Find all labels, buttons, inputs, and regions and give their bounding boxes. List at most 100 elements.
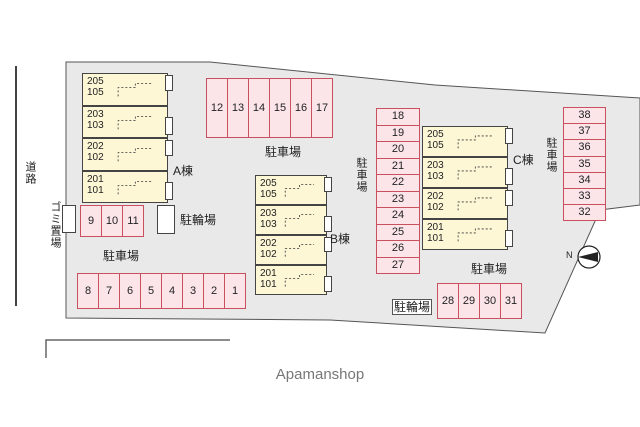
building-c-unit-block <box>422 126 508 157</box>
parking-space: 21 <box>376 157 420 175</box>
parking-space: 7 <box>98 273 120 309</box>
unit-number: 201 101 <box>260 268 277 290</box>
balcony-box <box>324 237 332 252</box>
floor-plan-detail <box>117 180 153 194</box>
floor-plan-detail <box>457 228 493 242</box>
unit-number: 203 103 <box>427 160 444 182</box>
building-b-unit-block <box>255 235 327 265</box>
parking-label-center: 駐車場 <box>355 157 367 193</box>
balcony-box <box>165 75 173 92</box>
parking-label-right: 駐車場 <box>545 137 557 173</box>
parking-space: 4 <box>161 273 183 309</box>
parking-space: 17 <box>311 78 333 138</box>
parking-space: 13 <box>227 78 249 138</box>
bike-parking-label-bottom: 駐輪場 <box>392 299 433 315</box>
building-b-unit-block <box>255 205 327 235</box>
parking-space: 23 <box>376 190 420 208</box>
parking-space: 27 <box>376 256 420 274</box>
balcony-box <box>165 181 173 200</box>
watermark: Apamanshop <box>275 366 365 383</box>
parking-space: 16 <box>290 78 312 138</box>
unit-number: 205 105 <box>427 129 444 151</box>
garbage-box <box>62 205 76 233</box>
parking-space: 9 <box>80 205 102 237</box>
floor-plan-detail <box>117 82 153 97</box>
parking-space: 33 <box>563 188 606 206</box>
floor-plan-detail <box>457 135 493 149</box>
floor-plan-detail <box>457 166 493 180</box>
parking-space: 38 <box>563 107 606 125</box>
unit-number: 205 105 <box>260 178 277 200</box>
floor-plan-detail <box>117 147 153 162</box>
balcony-box <box>324 215 332 232</box>
parking-space: 2 <box>203 273 225 309</box>
parking-space: 5 <box>140 273 162 309</box>
floor-plan-detail <box>457 197 493 211</box>
building-a-unit-block <box>82 73 168 106</box>
building-c-unit-block <box>422 157 508 188</box>
unit-number: 202 102 <box>87 141 104 163</box>
floor-plan-detail <box>284 274 315 287</box>
balcony-box <box>505 190 513 206</box>
building-b-unit-block <box>255 175 327 205</box>
parking-space: 19 <box>376 124 420 142</box>
balcony-box <box>165 116 173 135</box>
unit-number: 201 101 <box>87 173 104 196</box>
parking-space: 26 <box>376 240 420 258</box>
parking-space: 11 <box>122 205 144 237</box>
compass-icon <box>577 245 601 269</box>
unit-number: 202 102 <box>427 191 444 213</box>
parking-space: 18 <box>376 108 420 126</box>
building-b-label: B棟 <box>330 232 351 246</box>
parking-space: 8 <box>77 273 99 309</box>
building-a-label: A棟 <box>173 164 194 178</box>
parking-space: 12 <box>206 78 228 138</box>
balcony-box <box>324 275 332 292</box>
parking-label-bottom-right: 駐車場 <box>471 262 508 276</box>
floor-plan-detail <box>284 214 315 227</box>
building-c-unit-block <box>422 188 508 219</box>
floor-plan-detail <box>284 244 315 257</box>
balcony-box <box>505 128 513 144</box>
parking-space: 29 <box>458 283 480 319</box>
building-c-label: C棟 <box>513 153 534 167</box>
balcony-box <box>165 140 173 157</box>
parking-label-top: 駐車場 <box>265 145 302 159</box>
parking-space: 28 <box>437 283 459 319</box>
parking-space: 31 <box>500 283 522 319</box>
bike-shed <box>157 205 175 234</box>
parking-space: 25 <box>376 223 420 241</box>
parking-space: 24 <box>376 207 420 225</box>
compass-north-label: N <box>566 250 573 260</box>
road-label: 道路 <box>24 161 36 185</box>
unit-number: 201 101 <box>427 222 444 244</box>
balcony-box <box>505 167 513 185</box>
parking-space: 14 <box>248 78 270 138</box>
parking-space: 20 <box>376 141 420 159</box>
parking-space: 36 <box>563 139 606 157</box>
parking-space: 32 <box>563 204 606 222</box>
unit-number: 203 103 <box>260 208 277 230</box>
parking-space: 34 <box>563 171 606 189</box>
building-a-unit-block <box>82 105 168 138</box>
bike-parking-label-left: 駐輪場 <box>180 213 217 227</box>
parking-space: 22 <box>376 174 420 192</box>
parking-space: 15 <box>269 78 291 138</box>
parking-space: 37 <box>563 123 606 141</box>
balcony-box <box>324 177 332 192</box>
parking-space: 1 <box>224 273 246 309</box>
unit-number: 203 103 <box>87 108 104 131</box>
parking-space: 3 <box>182 273 204 309</box>
unit-number: 205 105 <box>87 76 104 98</box>
parking-space: 30 <box>479 283 501 319</box>
floor-plan-detail <box>117 115 153 129</box>
unit-number: 202 102 <box>260 238 277 260</box>
garbage-area-label: ゴミ置場 <box>49 201 61 249</box>
parking-label-left: 駐車場 <box>103 249 140 263</box>
parking-space: 10 <box>101 205 123 237</box>
parking-space: 35 <box>563 155 606 173</box>
parking-space: 6 <box>119 273 141 309</box>
balcony-box <box>505 229 513 247</box>
floor-plan-detail <box>284 184 315 197</box>
